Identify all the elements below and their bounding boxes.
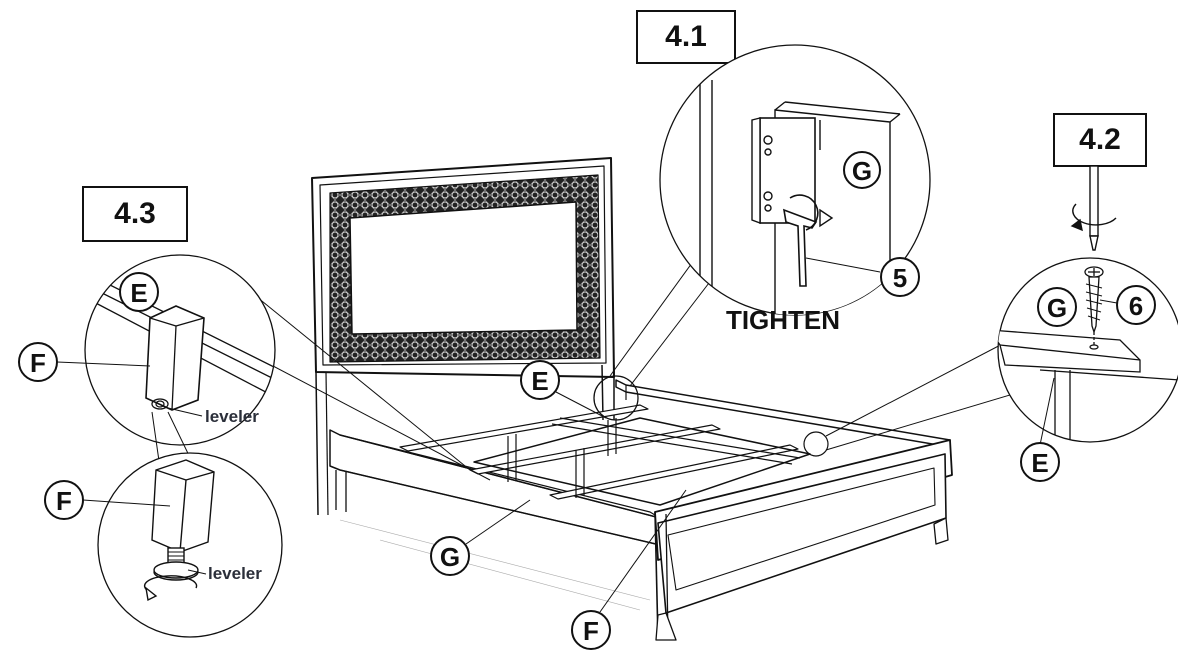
headboard [311, 157, 615, 516]
step-4-1-box: 4.1 [636, 10, 736, 64]
part-e-label-bed [520, 360, 560, 400]
part-f-text-bed: F [583, 616, 599, 646]
callout-circle-4-1 [593, 375, 639, 421]
part-g-label-bed [430, 536, 470, 576]
part-g-label-4-1 [843, 151, 881, 189]
allen-wrench-icon [782, 194, 834, 287]
leveler-label-bottom: leveler [208, 564, 262, 583]
rotate-arrow-icon [143, 575, 198, 593]
rotate-arrow-icon [819, 208, 834, 228]
callout-circle-4-2 [803, 431, 829, 457]
footboard [654, 439, 953, 641]
part-e-text-bed: E [531, 366, 548, 396]
part-e-text-4-2: E [1031, 448, 1048, 478]
part-6-label [1116, 285, 1156, 325]
screw-icon [1084, 266, 1104, 346]
part-g-text-4-2: G [1047, 293, 1067, 323]
part-f-label-bed [571, 610, 611, 650]
leveler-label-top: leveler [205, 407, 259, 426]
bed-illustration [311, 157, 953, 641]
step-4-1-label: 4.1 [665, 20, 707, 53]
bed-labels: E G F [430, 360, 687, 650]
part-5-text: 5 [893, 263, 907, 293]
part-6-text: 6 [1129, 291, 1143, 321]
slats [399, 404, 811, 506]
step-4-2-label: 4.2 [1079, 123, 1121, 156]
tighten-text: TIGHTEN [726, 305, 840, 335]
part-5-label [880, 257, 920, 297]
part-e-text-4-3: E [130, 278, 147, 308]
part-g-label-4-2 [1037, 287, 1077, 327]
detail-4-2: G 6 E [997, 165, 1178, 482]
part-f-text-bottom: F [56, 486, 72, 516]
detail-4-1: G 5 TIGHTEN [659, 44, 931, 335]
part-e-label-4-3 [119, 272, 159, 312]
step-4-3-label: 4.3 [114, 197, 156, 230]
part-f-text-top: F [30, 348, 46, 378]
detail-4-3-bottom: F leveler [44, 452, 283, 638]
part-g-text-bed: G [440, 542, 460, 572]
step-4-3-box: 4.3 [82, 186, 188, 242]
leader-lines [235, 244, 1021, 481]
detail-4-3-top: E F leveler [18, 254, 276, 446]
step-4-2-box: 4.2 [1053, 113, 1147, 167]
part-g-text-4-1: G [852, 156, 872, 186]
part-e-label-4-2 [1020, 442, 1060, 482]
screwdriver-icon [1070, 165, 1117, 251]
floor-hatch [339, 519, 651, 611]
